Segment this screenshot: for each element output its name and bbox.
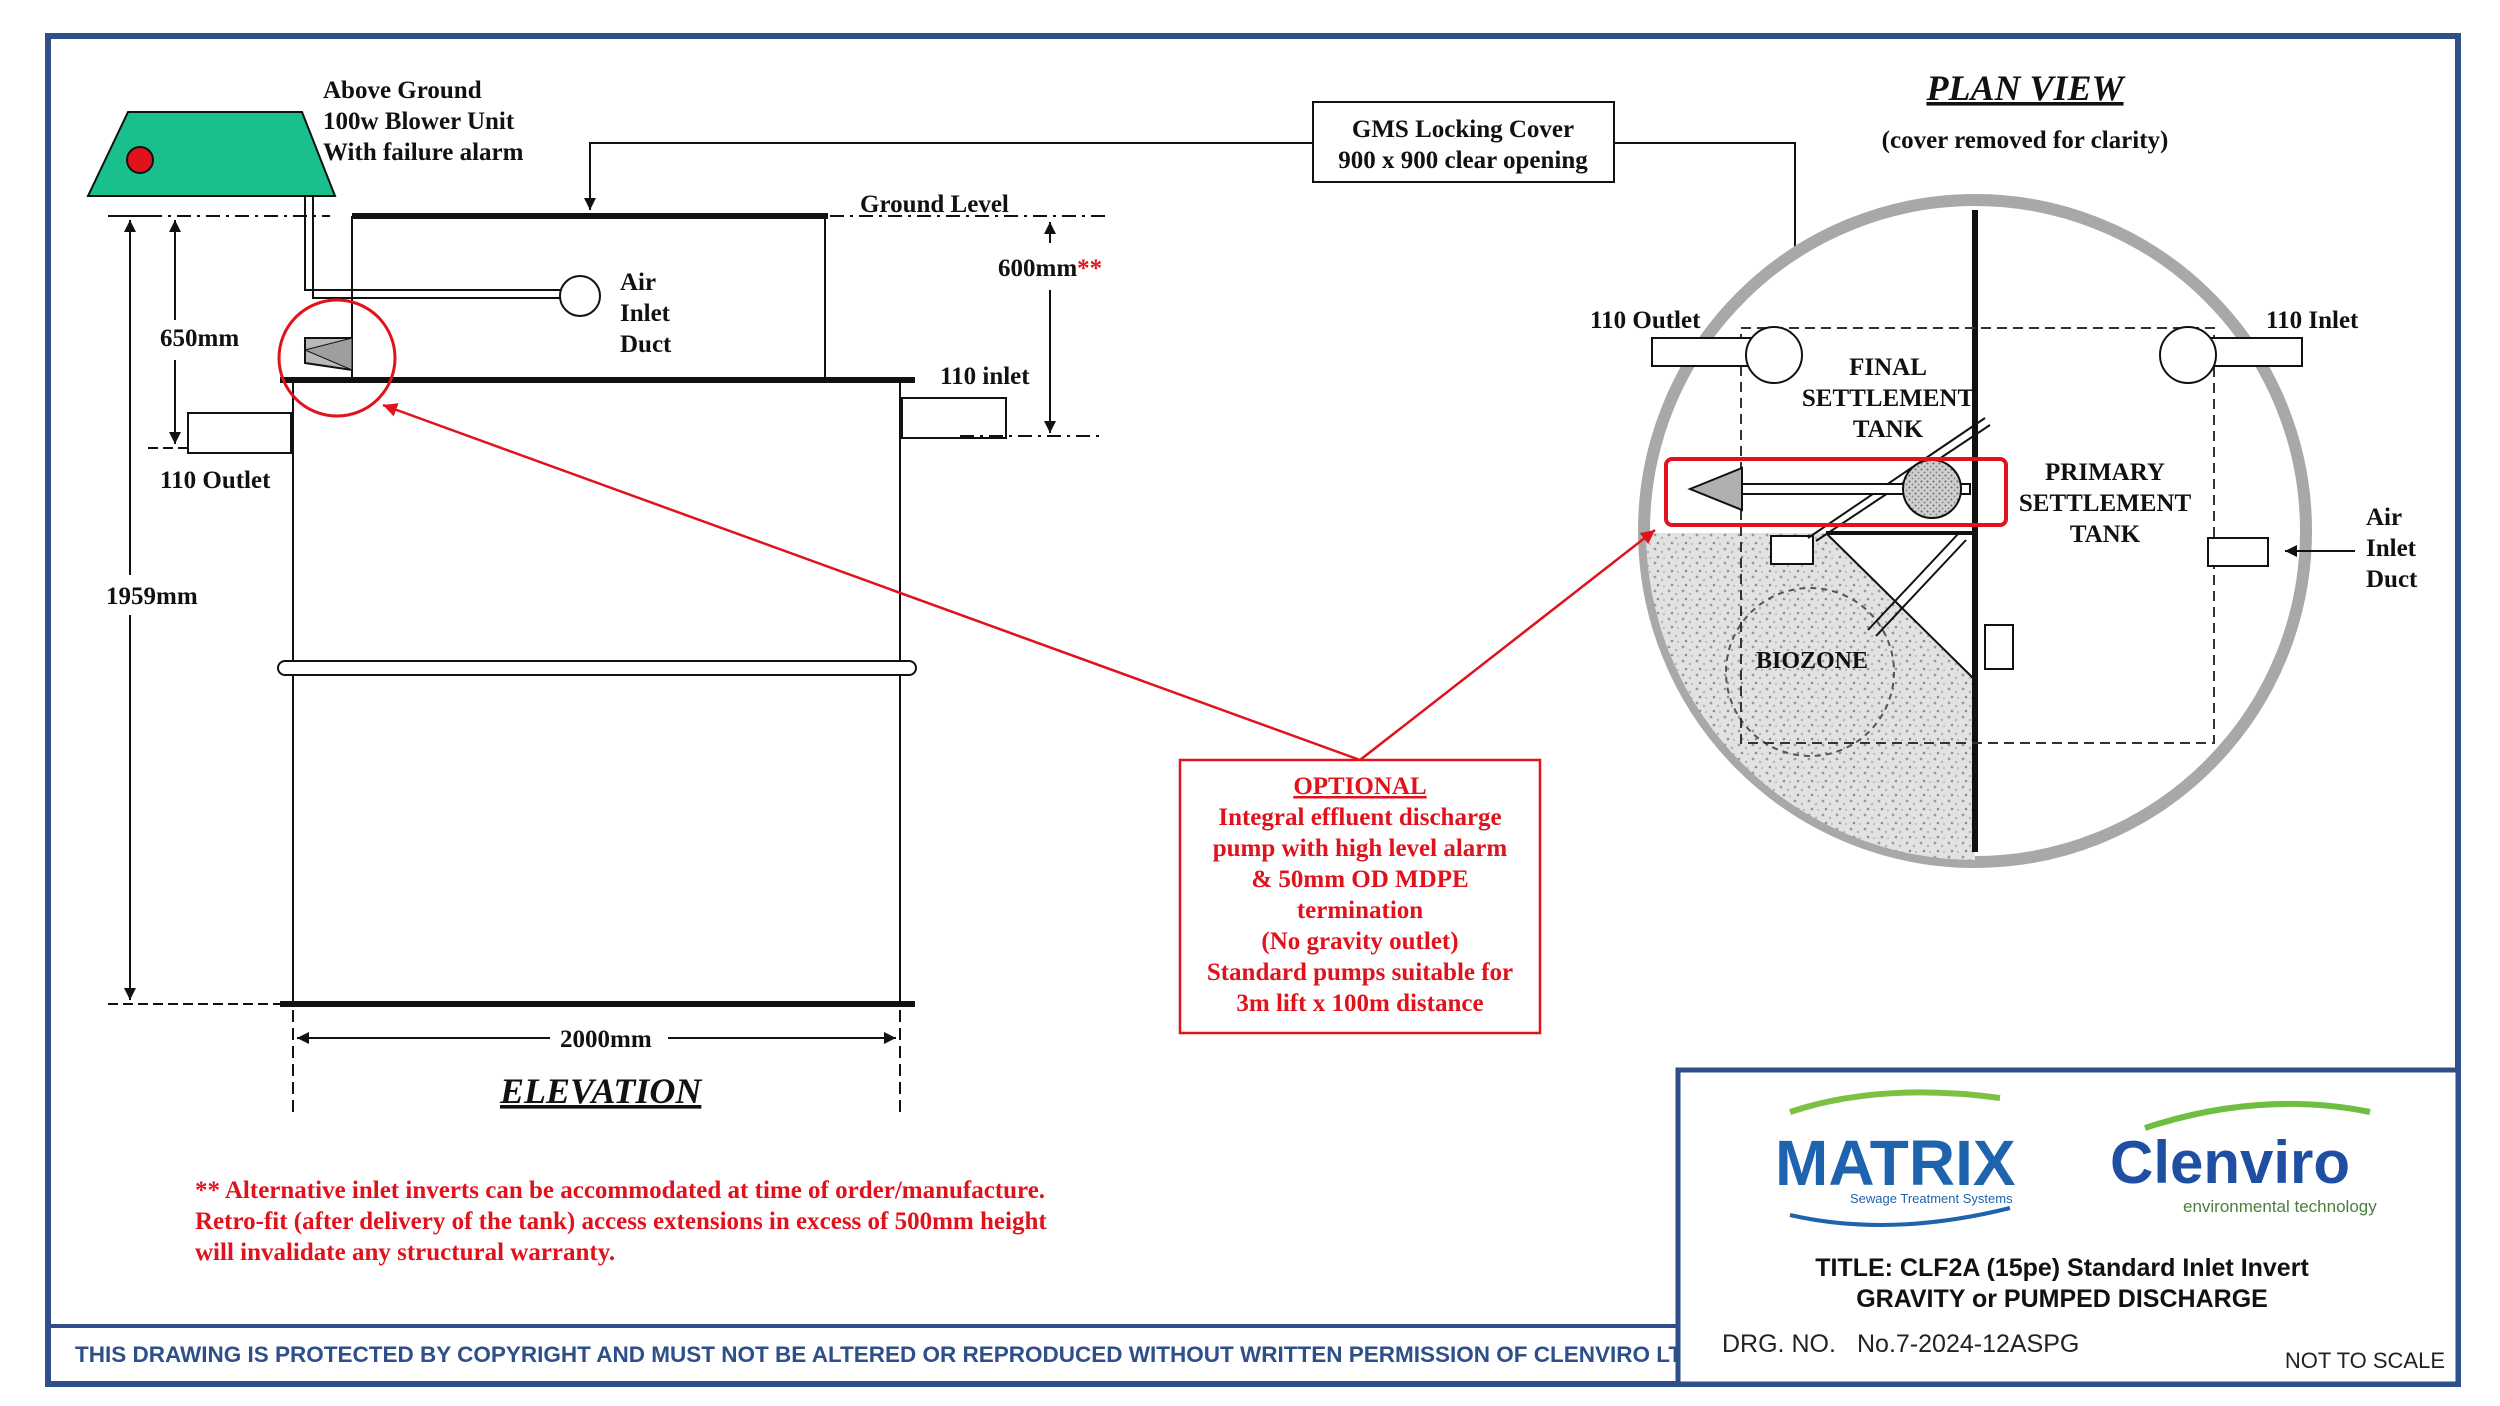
copyright-notice: THIS DRAWING IS PROTECTED BY COPYRIGHT A… [75, 1342, 1698, 1367]
cover-callout: GMS Locking Cover 900 x 900 clear openin… [1312, 101, 1801, 328]
matrix-logo: MATRIX [1775, 1127, 2016, 1199]
blower-label-line2: 100w Blower Unit [323, 108, 515, 135]
title-line-2: GRAVITY or PUMPED DISCHARGE [1856, 1285, 2268, 1313]
plan-pump-body [1902, 459, 1962, 519]
matrix-swoosh [1789, 1089, 2001, 1115]
plan-outlet-pipe [1651, 337, 1756, 367]
final-tank-label-3: TANK [1853, 416, 1924, 443]
footnote-line-3: will invalidate any structural warranty. [195, 1239, 615, 1266]
optional-line-7: 3m lift x 100m distance [1236, 990, 1483, 1017]
optional-pump-highlight [277, 298, 397, 418]
clenviro-logo: Clenviro [2110, 1129, 2350, 1196]
final-tank-label-2: SETTLEMENT [1802, 385, 1975, 412]
alarm-light-icon [126, 146, 154, 174]
matrix-tagline: Sewage Treatment Systems [1850, 1191, 2013, 1206]
optional-line-2: pump with high level alarm [1213, 835, 1508, 862]
plan-inlet-label: 110 Inlet [2266, 307, 2359, 334]
footnote: ** Alternative inlet inverts can be acco… [195, 1177, 1047, 1266]
primary-tank-label-1: PRIMARY [2045, 459, 2165, 486]
scale-note: NOT TO SCALE [2285, 1348, 2445, 1373]
plan-pump-highlight [1664, 457, 2008, 527]
biozone-label: BIOZONE [1756, 648, 1868, 674]
plan-title: PLAN VIEW [1925, 68, 2126, 108]
clenviro-swoosh [2144, 1100, 2371, 1131]
primary-tank-label-2: SETTLEMENT [2019, 490, 2192, 517]
elev-outlet-pipe [187, 412, 292, 454]
drg-number: No.7-2024-12ASPG [1857, 1330, 2079, 1358]
plan-outlet-label: 110 Outlet [1590, 307, 1701, 334]
optional-line-1: Integral effluent discharge [1218, 804, 1501, 831]
elev-outlet-label: 110 Outlet [160, 467, 271, 494]
plan-view: PLAN VIEW (cover removed for clarity) BI… [1590, 68, 2418, 868]
optional-line-3: & 50mm OD MDPE [1251, 866, 1468, 893]
cover-leader [584, 142, 1313, 210]
cover-line1: GMS Locking Cover [1352, 116, 1574, 143]
elevation-view: Above Ground 100w Blower Unit With failu… [86, 77, 1313, 1118]
plan-air-label-1: Air [2366, 504, 2402, 531]
biozone-circle [1725, 587, 1895, 757]
optional-line-5: (No gravity outlet) [1261, 928, 1458, 955]
elev-air-label-2: Inlet [620, 300, 671, 327]
optional-heading: OPTIONAL [1293, 773, 1426, 800]
elevation-title: ELEVATION [499, 1071, 703, 1111]
final-tank-label-1: FINAL [1849, 354, 1927, 381]
footnote-line-1: ** Alternative inlet inverts can be acco… [195, 1177, 1045, 1204]
cover-opening-outline [1740, 327, 2215, 744]
plan-pump-cone [1687, 466, 1743, 512]
elev-inlet-label: 110 inlet [940, 363, 1030, 390]
cover-line2: 900 x 900 clear opening [1338, 147, 1588, 174]
dim-600mm: 600mm** [998, 255, 1102, 282]
dim-650mm: 650mm [160, 325, 239, 352]
drawing-frame [45, 33, 2461, 1387]
tank-rib [277, 660, 917, 676]
optional-callout: OPTIONAL Integral effluent discharge pum… [382, 403, 1656, 1035]
blower-label-line3: With failure alarm [323, 139, 524, 166]
blower-label-line1: Above Ground [323, 77, 482, 104]
air-inlet-duct [559, 275, 601, 317]
clenviro-tagline: environmental technology [2183, 1197, 2377, 1216]
title-block: MATRIX Sewage Treatment Systems Clenviro… [1675, 1067, 2461, 1387]
footnote-line-2: Retro-fit (after delivery of the tank) a… [195, 1208, 1047, 1235]
optional-line-4: termination [1297, 897, 1423, 924]
dim-2000mm: 2000mm [560, 1026, 652, 1053]
plan-air-label-3: Duct [2366, 566, 2418, 593]
blower-unit [86, 111, 337, 197]
primary-tank-label-3: TANK [2070, 521, 2141, 548]
plan-air-duct [2207, 537, 2269, 567]
ground-level-label: Ground Level [860, 191, 1009, 218]
plan-air-label-2: Inlet [2366, 535, 2417, 562]
dim-1959mm: 1959mm [106, 583, 198, 610]
drg-label: DRG. NO. [1722, 1330, 1836, 1358]
air-pipe [304, 196, 580, 291]
title-line-1: TITLE: CLF2A (15pe) Standard Inlet Inver… [1815, 1254, 2309, 1282]
plan-subtitle: (cover removed for clarity) [1882, 127, 2169, 154]
optional-line-6: Standard pumps suitable for [1207, 959, 1513, 986]
elev-air-label-1: Air [620, 269, 656, 296]
elev-inlet-pipe [901, 397, 1007, 439]
elev-air-label-3: Duct [620, 331, 672, 358]
